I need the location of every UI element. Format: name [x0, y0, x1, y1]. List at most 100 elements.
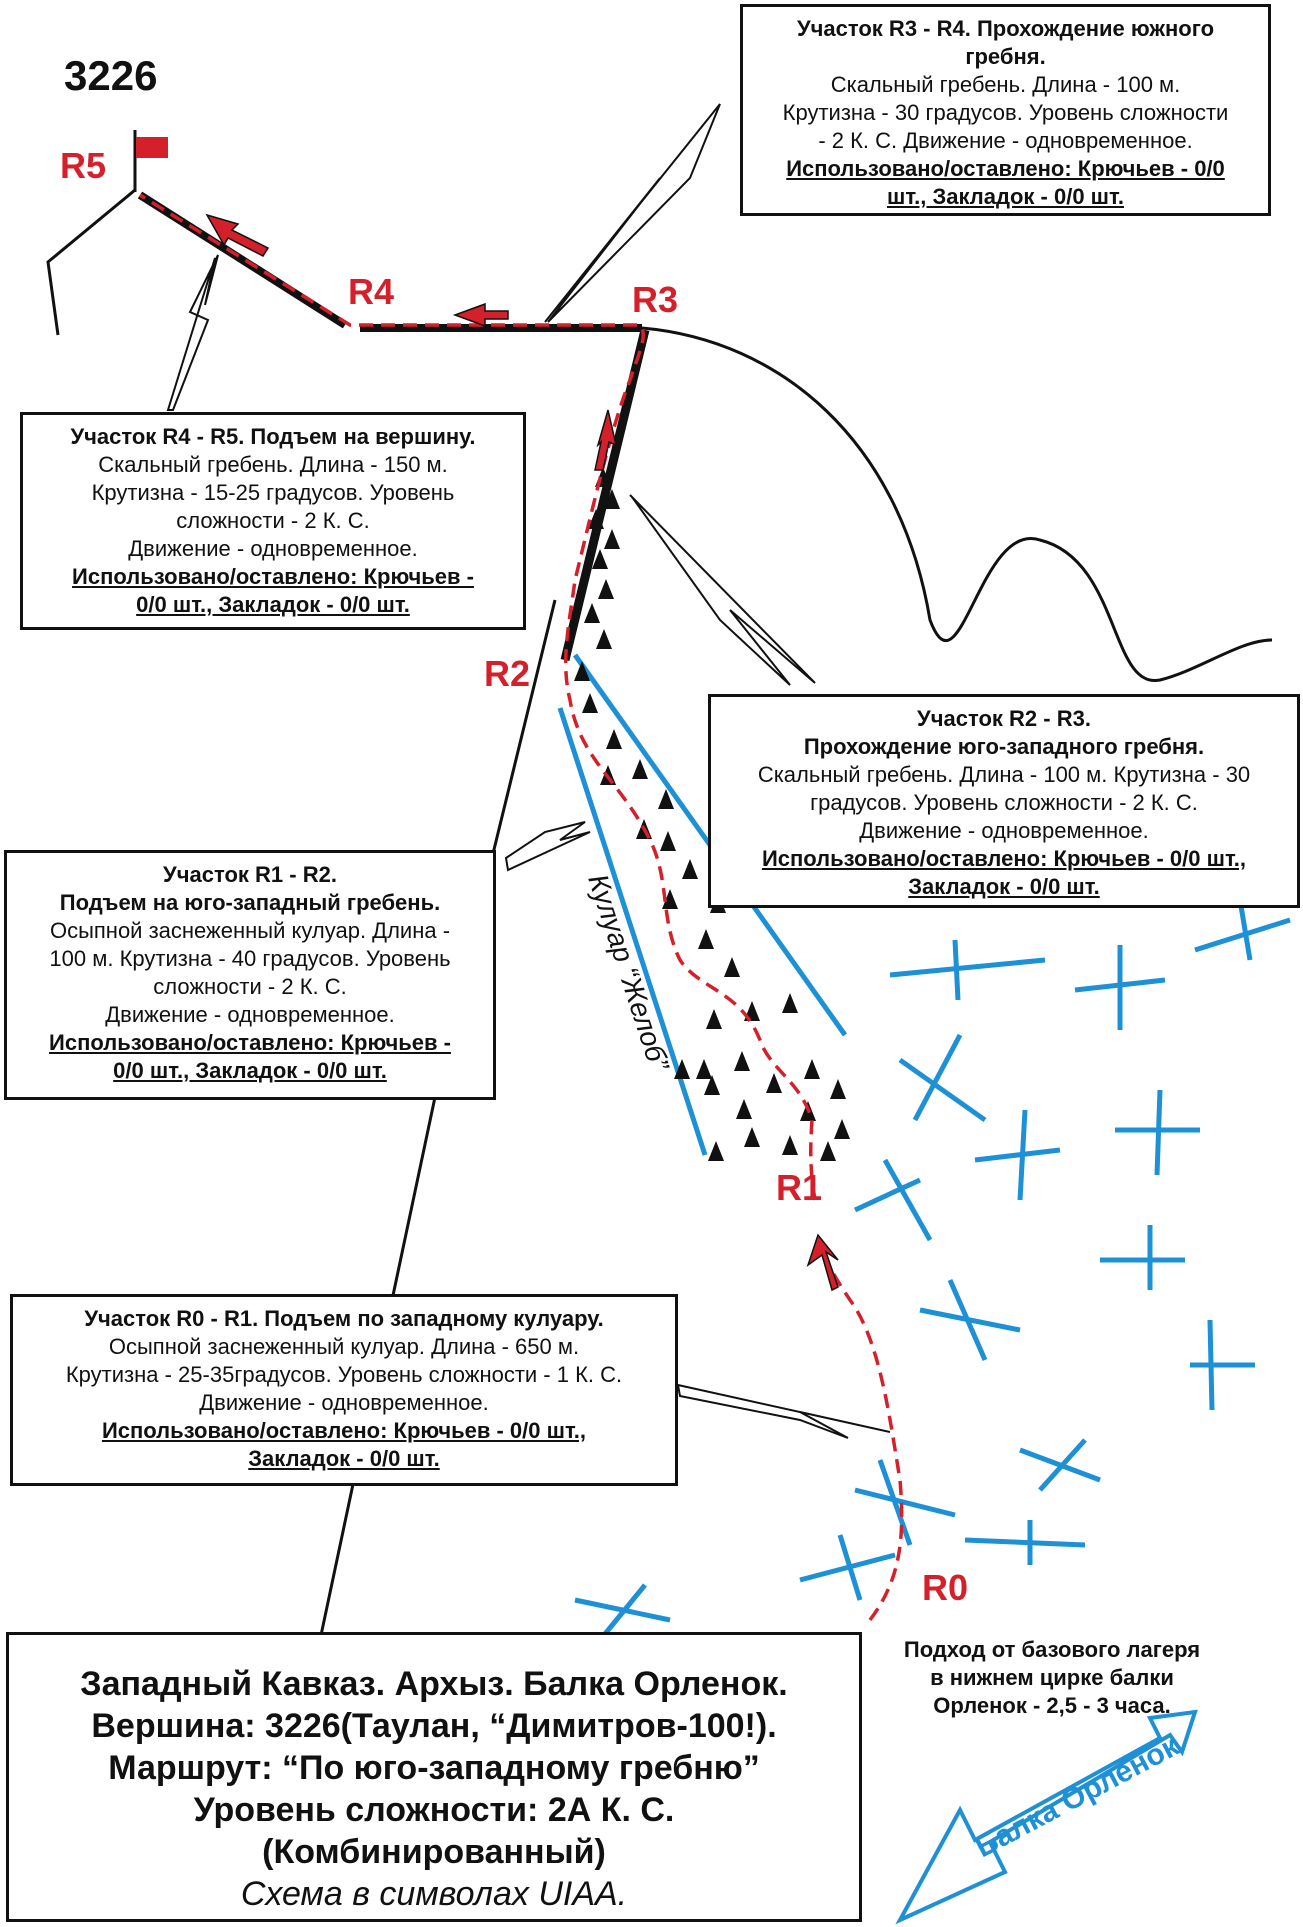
section-r4r5-title: Участок R4 - R5. Подъем на вершину. — [70, 424, 476, 449]
snow-cross-stroke — [1207, 1319, 1215, 1411]
scree-triangle — [834, 1119, 850, 1139]
scree-triangle — [660, 831, 676, 851]
snow-cross-stroke — [952, 939, 961, 1001]
scree-triangle — [632, 759, 648, 779]
leader-r3r4 — [544, 103, 721, 323]
snow-cross-stroke — [1154, 1089, 1163, 1176]
direction-arrows — [205, 213, 839, 1292]
section-r2r3-gear: Использовано/оставлено: Крючьев - 0/0 шт… — [761, 846, 1247, 871]
snow-cross-stroke — [853, 1177, 922, 1213]
section-r0r1-title: Участок R0 - R1. Подъем по западному кул… — [84, 1306, 604, 1331]
scree-triangle — [698, 929, 714, 949]
section-r4r5-text: Движение - одновременное. — [128, 536, 418, 561]
section-r3r4-gear: Использовано/оставлено: Крючьев - 0/0 — [786, 156, 1225, 181]
scree-triangle — [696, 1059, 712, 1079]
snow-cross-stroke — [947, 1278, 988, 1362]
approach-line: Подход от базового лагеря — [903, 1637, 1201, 1662]
section-r1r2-text: Осыпной заснеженный кулуар. Длина - — [49, 918, 451, 943]
section-r2r3-box: Участок R2 - R3. Прохождение юго-западно… — [708, 694, 1300, 908]
scree-triangle — [704, 1075, 720, 1095]
arrow-r2-r3 — [594, 409, 618, 471]
point-r5: R5 — [60, 145, 107, 186]
section-r1r2-title: Участок R1 - R2. — [163, 862, 337, 887]
scree-triangle — [804, 1059, 820, 1079]
snow-cross-stroke — [882, 1158, 933, 1242]
leader-r1r2 — [504, 821, 591, 872]
section-r1r2-box: Участок R1 - R2. Подъем на юго-западный … — [4, 850, 496, 1100]
approach-line: Орленок - 2,5 - 3 часа. — [933, 1693, 1171, 1718]
snow-cross-stroke — [912, 1033, 963, 1122]
section-r2r3-title-2: Прохождение юго-западного гребня. — [803, 734, 1205, 759]
section-r4r5-gear: Использовано/оставлено: Крючьев - — [72, 564, 474, 589]
point-r4: R4 — [348, 271, 395, 312]
scree-triangle — [588, 509, 604, 529]
section-r1r2-title-2: Подъем на юго-западный гребень. — [59, 890, 441, 915]
couloir-left-line — [557, 707, 708, 1156]
snow-cross-stroke — [877, 1459, 913, 1546]
section-r3r4-text: Скальный гребень. Длина - 100 м. — [830, 72, 1181, 97]
title-type: (Комбинированный) — [262, 1833, 606, 1871]
section-r4r5-text: Крутизна - 15-25 градусов. Уровень — [91, 480, 455, 505]
snow-cross-stroke — [898, 1057, 987, 1123]
valley-label: Балка Орленок — [970, 1729, 1185, 1864]
section-r4r5-gear: 0/0 шт., Закладок - 0/0 шт. — [136, 592, 410, 617]
scree-triangle — [674, 1059, 690, 1079]
title-region: Западный Кавказ. Архыз. Балка Орленок. — [80, 1665, 788, 1703]
section-r0r1-text: Движение - одновременное. — [199, 1390, 489, 1415]
section-r2r3-text: Скальный гребень. Длина - 100 м. Крутизн… — [757, 762, 1251, 787]
section-r3r4-box: Участок R3 - R4. Прохождение южного греб… — [740, 4, 1271, 216]
snow-cross-stroke — [1237, 899, 1253, 961]
section-r3r4-text: Крутизна - 30 градусов. Уровень сложност… — [782, 100, 1229, 125]
section-r1r2-gear: Использовано/оставлено: Крючьев - — [49, 1030, 451, 1055]
section-r4r5-text: сложности - 2 К. С. — [176, 508, 370, 533]
section-r3r4-title-2: гребня. — [965, 44, 1046, 69]
section-r3r4-gear: шт., Закладок - 0/0 шт. — [887, 184, 1124, 209]
title-grade: Уровень сложности: 2А К. С. — [193, 1791, 675, 1829]
route-dashed-line — [139, 193, 904, 1622]
section-r2r3-gear: Закладок - 0/0 шт. — [908, 874, 1100, 899]
snow-cross-stroke — [1194, 917, 1291, 953]
scree-triangle — [596, 629, 612, 649]
scree-triangle — [830, 1079, 846, 1099]
title-peak: Вершина: 3226(Таулан, “Димитров-100!). — [91, 1707, 777, 1745]
leader-r4r5 — [166, 254, 219, 411]
valley-arrow-icon — [895, 1709, 1198, 1925]
summit-spur-line — [46, 188, 136, 336]
point-r1: R1 — [776, 1167, 823, 1208]
section-r4r5-text: Скальный гребень. Длина - 150 м. — [98, 452, 448, 477]
route-title-box: Западный Кавказ. Архыз. Балка Орленок. В… — [6, 1632, 862, 1922]
scree-triangle — [592, 549, 608, 569]
snow-cross-stroke — [974, 1147, 1061, 1163]
snow-cross-stroke — [854, 1487, 956, 1518]
leader-arrows — [166, 103, 891, 1439]
scree-triangle — [604, 529, 620, 549]
arrow-r0-r1 — [806, 1233, 839, 1292]
section-r0r1-box: Участок R0 - R1. Подъем по западному кул… — [10, 1294, 678, 1486]
title-legend-note: Схема в символах UIAA. — [240, 1875, 628, 1913]
point-r2: R2 — [484, 653, 531, 694]
scree-triangle — [724, 957, 740, 977]
point-r3: R3 — [632, 279, 679, 320]
scree-triangle — [606, 729, 622, 749]
section-r3r4-title: Участок R3 - R4. Прохождение южного — [796, 16, 1215, 41]
section-r4r5-box: Участок R4 - R5. Подъем на вершину. Скал… — [20, 412, 526, 630]
scree-triangle — [682, 859, 698, 879]
approach-note: Подход от базового лагеря в нижнем цирке… — [872, 1636, 1232, 1720]
scree-triangle — [604, 489, 620, 509]
summit-flag-icon — [136, 137, 168, 158]
section-r1r2-text: Движение - одновременное. — [105, 1002, 395, 1027]
scree-triangle — [744, 1127, 760, 1147]
snow-crosses — [574, 899, 1291, 1642]
snow-cross-stroke — [598, 1583, 647, 1642]
scree-triangle — [708, 1141, 724, 1161]
scree-triangle — [782, 1135, 798, 1155]
section-r2r3-text: градусов. Уровень сложности - 2 К. С. — [810, 790, 1198, 815]
snow-cross-stroke — [1017, 1109, 1028, 1201]
section-r1r2-gear: 0/0 шт., Закладок - 0/0 шт. — [113, 1058, 387, 1083]
section-r1r2-text: 100 м. Крутизна - 40 градусов. Уровень — [49, 946, 451, 971]
leader-r0r1 — [676, 1383, 891, 1439]
scree-triangle — [598, 579, 614, 599]
section-r0r1-text: Крутизна - 25-35градусов. Уровень сложно… — [65, 1362, 623, 1387]
section-r0r1-gear: Закладок - 0/0 шт. — [248, 1446, 440, 1471]
section-r2r3-text: Движение - одновременное. — [859, 818, 1149, 843]
